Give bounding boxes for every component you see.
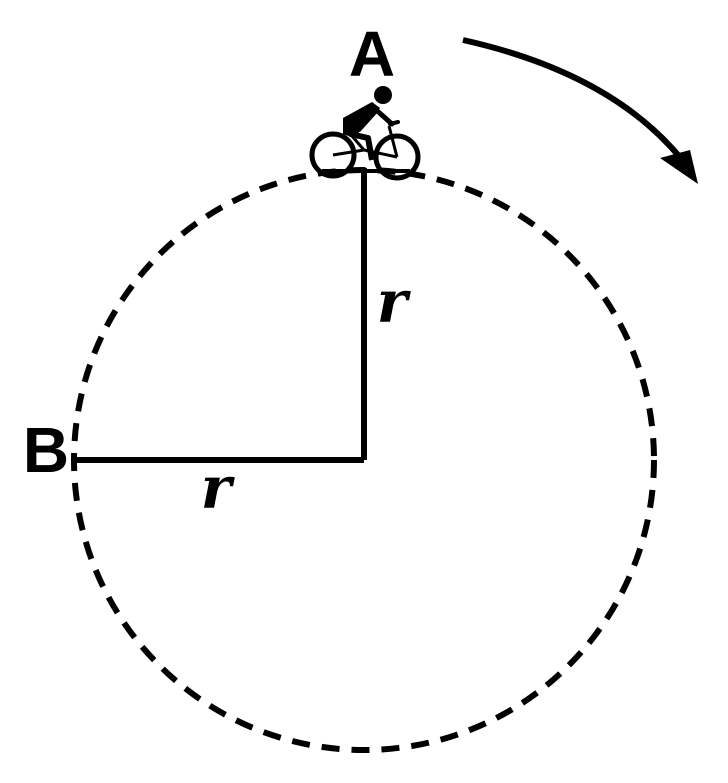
point-a-label: A: [349, 18, 395, 90]
vertical-radius-label: r: [377, 268, 412, 336]
cyclist-icon: [309, 86, 421, 181]
point-b-label: B: [23, 414, 69, 486]
clockwise-arrow-icon: [462, 37, 698, 184]
horizontal-radius-label: r: [201, 454, 236, 522]
